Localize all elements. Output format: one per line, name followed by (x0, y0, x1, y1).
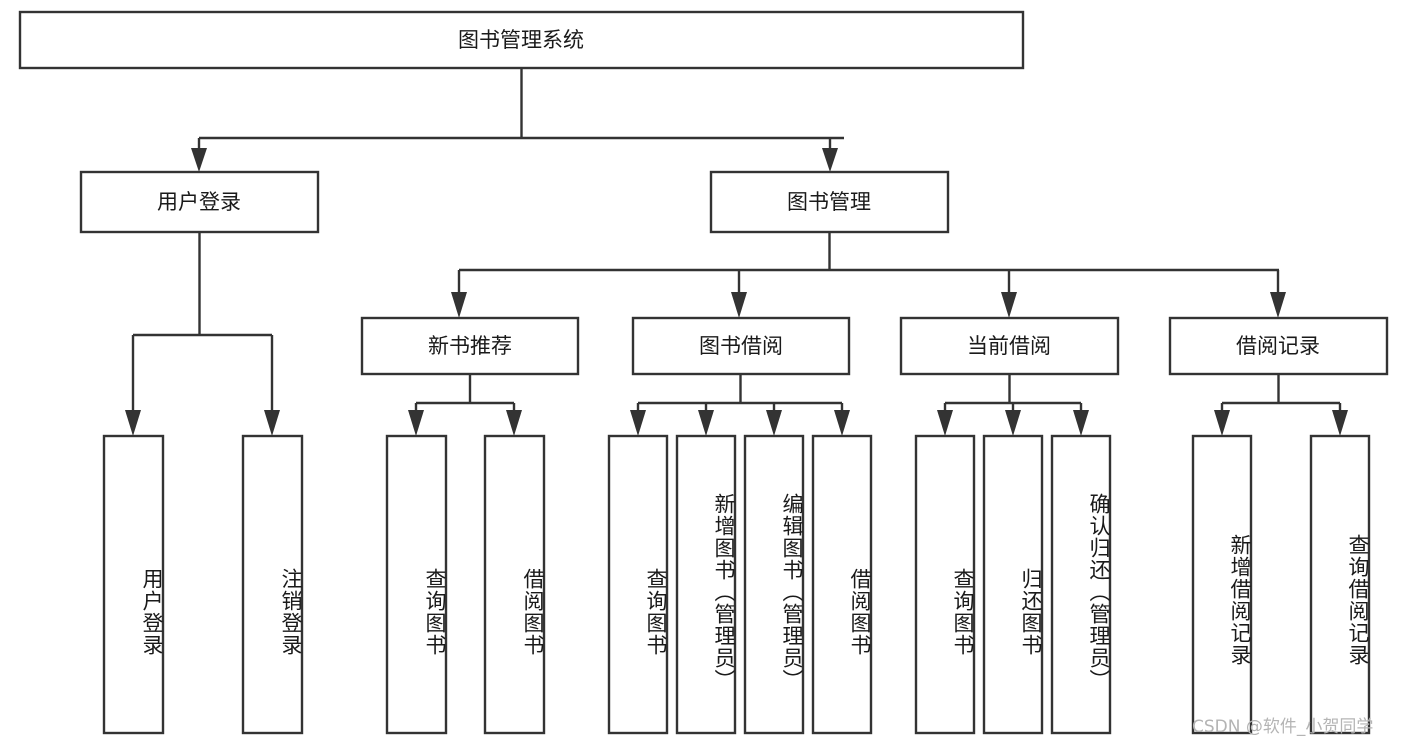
node-new-book-rec-label: 新书推荐 (428, 334, 512, 358)
arrowhead-leaf-query-record (1332, 410, 1348, 436)
node-root[interactable]: 图书管理系统 (18, 10, 1025, 70)
node-book-manage[interactable]: 图书管理 (709, 170, 950, 234)
arrowhead-leaf-add-book (698, 410, 714, 436)
node-new-book-rec-box[interactable] (360, 316, 580, 376)
arrowhead-leaf-return-book (1005, 410, 1021, 436)
node-current-borrow[interactable]: 当前借阅 (899, 316, 1120, 376)
arrowhead-user-login (191, 148, 207, 172)
node-leaf-query-book-1-box[interactable] (385, 434, 448, 735)
node-borrow-record-label: 借阅记录 (1236, 334, 1320, 358)
node-borrow-record[interactable]: 借阅记录 (1168, 316, 1389, 376)
node-book-borrow-box[interactable] (631, 316, 851, 376)
node-user-login[interactable]: 用户登录 (79, 170, 320, 234)
arrowhead-leaf-query-book-2 (630, 410, 646, 436)
leaf-node-boxes (102, 434, 1371, 735)
node-leaf-query-book-2-box[interactable] (607, 434, 669, 735)
csdn-watermark: CSDN @软件_小贺同学 (1192, 717, 1374, 737)
arrowhead-leaf-edit-book (766, 410, 782, 436)
node-leaf-add-record-box[interactable] (1191, 434, 1253, 735)
node-leaf-add-book-box[interactable] (675, 434, 737, 735)
arrowhead-borrow-record (1270, 292, 1286, 318)
connector-new-book-rec-to-leaves (408, 374, 522, 436)
node-user-login-label: 用户登录 (157, 190, 241, 214)
arrowhead-book-borrow (731, 292, 747, 318)
connector-current-borrow-to-leaves (937, 374, 1089, 436)
node-leaf-user-login-box[interactable] (102, 434, 165, 735)
node-user-login-box[interactable] (79, 170, 320, 234)
arrowhead-leaf-logout (264, 410, 280, 436)
arrowhead-leaf-query-book-1 (408, 410, 424, 436)
connector-user-login-to-leaves (125, 232, 280, 436)
arrowhead-new-book-rec (451, 292, 467, 318)
node-current-borrow-label: 当前借阅 (967, 334, 1051, 358)
connector-borrow-record-to-leaves (1214, 374, 1348, 436)
node-leaf-return-book-box[interactable] (982, 434, 1044, 735)
node-book-manage-box[interactable] (709, 170, 950, 234)
node-leaf-edit-book-box[interactable] (743, 434, 805, 735)
connector-book-borrow-to-leaves (630, 374, 850, 436)
node-book-borrow[interactable]: 图书借阅 (631, 316, 851, 376)
node-book-manage-label: 图书管理 (787, 190, 871, 214)
node-leaf-query-book-3-box[interactable] (914, 434, 976, 735)
node-leaf-borrow-book-2-box[interactable] (811, 434, 873, 735)
arrowhead-current-borrow (1001, 292, 1017, 318)
arrowhead-leaf-query-book-3 (937, 410, 953, 436)
arrowhead-leaf-add-record (1214, 410, 1230, 436)
connector-book-manage-to-level2 (451, 232, 1286, 318)
arrowhead-leaf-user-login (125, 410, 141, 436)
node-borrow-record-box[interactable] (1168, 316, 1389, 376)
node-leaf-confirm-return-box[interactable] (1050, 434, 1112, 735)
connector-root-to-level1 (191, 68, 844, 172)
node-root-label: 图书管理系统 (458, 28, 584, 52)
node-root-box[interactable] (18, 10, 1025, 70)
node-new-book-rec[interactable]: 新书推荐 (360, 316, 580, 376)
node-book-borrow-label: 图书借阅 (699, 334, 783, 358)
arrowhead-leaf-borrow-book-2 (834, 410, 850, 436)
arrowhead-book-manage (822, 148, 838, 172)
node-leaf-borrow-book-1-box[interactable] (483, 434, 546, 735)
node-leaf-query-record-box[interactable] (1309, 434, 1371, 735)
arrowhead-leaf-confirm-return (1073, 410, 1089, 436)
node-leaf-logout-box[interactable] (241, 434, 304, 735)
node-current-borrow-box[interactable] (899, 316, 1120, 376)
arrowhead-leaf-borrow-book-1 (506, 410, 522, 436)
